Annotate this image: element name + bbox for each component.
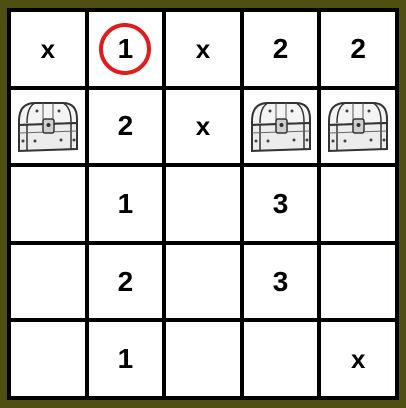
treasure-chest-icon — [246, 97, 316, 155]
board-cell-r3-c5[interactable] — [321, 167, 395, 241]
board-cell-r3-c1[interactable] — [11, 167, 85, 241]
board-cell-r3-c4[interactable]: 3 — [244, 167, 318, 241]
cell-number: 2 — [350, 35, 366, 63]
board-cell-r2-c3[interactable]: x — [166, 90, 240, 164]
board-cell-r1-c3[interactable]: x — [166, 12, 240, 86]
board-cell-r2-c1[interactable] — [11, 90, 85, 164]
board-cell-r2-c4[interactable] — [244, 90, 318, 164]
cell-number: 2 — [118, 112, 134, 140]
board-cell-r5-c1[interactable] — [11, 322, 85, 396]
board-cell-r1-c1[interactable]: x — [11, 12, 85, 86]
cell-number: 2 — [273, 35, 289, 63]
cell-number: 1 — [118, 190, 134, 218]
board-cell-r1-c2[interactable]: 1 — [89, 12, 163, 86]
board-cell-r4-c1[interactable] — [11, 245, 85, 319]
board-cell-r3-c2[interactable]: 1 — [89, 167, 163, 241]
board-cell-r1-c4[interactable]: 2 — [244, 12, 318, 86]
board-cell-r5-c4[interactable] — [244, 322, 318, 396]
board-cell-r2-c5[interactable] — [321, 90, 395, 164]
board-cell-r4-c4[interactable]: 3 — [244, 245, 318, 319]
board-cell-r1-c5[interactable]: 2 — [321, 12, 395, 86]
board-cell-r4-c5[interactable] — [321, 245, 395, 319]
cell-number: 3 — [273, 268, 289, 296]
cell-mark-x: x — [41, 36, 55, 62]
treasure-chest-icon — [323, 97, 393, 155]
cell-number: 3 — [273, 190, 289, 218]
cell-mark-x: x — [196, 36, 210, 62]
board-cell-r4-c3[interactable] — [166, 245, 240, 319]
cell-mark-x: x — [351, 346, 365, 372]
cell-mark-x: x — [196, 113, 210, 139]
cell-number: 1 — [118, 345, 134, 373]
board-cell-r2-c2[interactable]: 2 — [89, 90, 163, 164]
cell-number: 2 — [118, 268, 134, 296]
board-cell-r5-c2[interactable]: 1 — [89, 322, 163, 396]
cell-number: 1 — [118, 35, 134, 63]
game-board: x 1 x 2 2 2 x — [7, 8, 399, 400]
board-cell-r5-c5[interactable]: x — [321, 322, 395, 396]
treasure-chest-icon — [13, 97, 83, 155]
board-cell-r4-c2[interactable]: 2 — [89, 245, 163, 319]
board-cell-r3-c3[interactable] — [166, 167, 240, 241]
board-cell-r5-c3[interactable] — [166, 322, 240, 396]
